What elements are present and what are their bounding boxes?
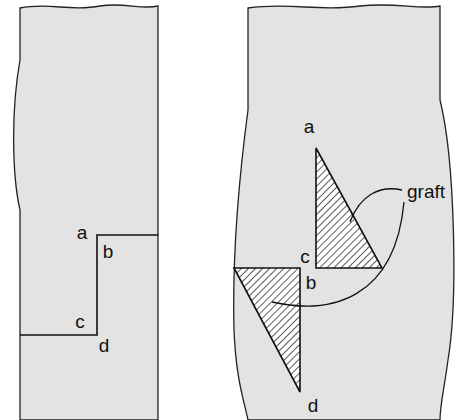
point-label: d xyxy=(308,396,319,417)
point-label: b xyxy=(103,242,114,263)
graft-lower xyxy=(234,268,300,392)
point-label: a xyxy=(77,223,88,244)
step-incision xyxy=(20,235,158,335)
point-label: graft xyxy=(407,182,445,203)
vessel-before xyxy=(14,5,158,420)
vessel-after xyxy=(234,5,454,420)
leader-line xyxy=(272,202,404,306)
point-label: a xyxy=(304,117,315,138)
point-label: d xyxy=(99,336,110,357)
point-label: c xyxy=(300,247,310,268)
point-label: c xyxy=(75,312,85,333)
graft-upper xyxy=(316,148,382,268)
point-label: b xyxy=(306,273,317,294)
leader-line xyxy=(350,189,402,222)
